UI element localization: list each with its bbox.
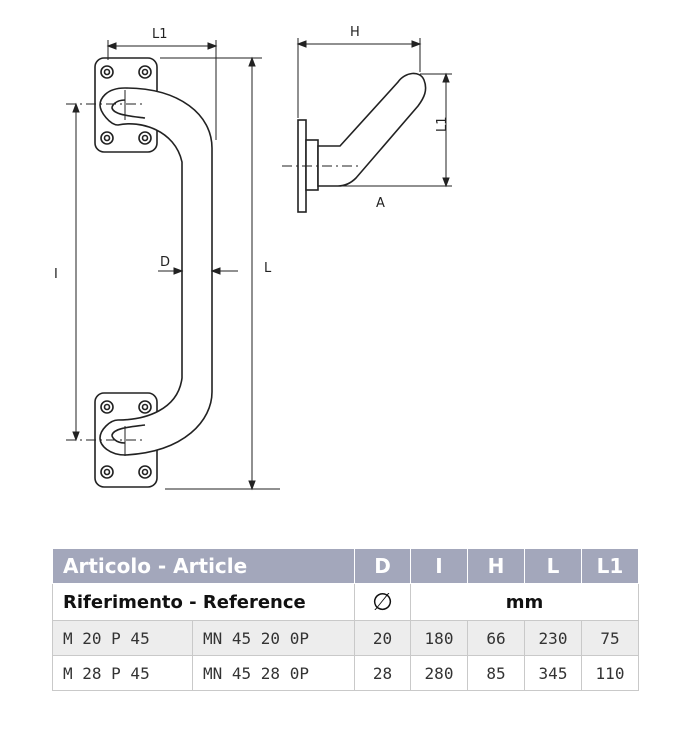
handle-inner-contour [111, 99, 146, 119]
screw-hole [141, 68, 149, 76]
screw-hole [100, 65, 114, 79]
cell-d: 28 [354, 655, 411, 691]
cell-code1: M 28 P 45 [52, 655, 193, 691]
header-d: D [354, 548, 411, 584]
table-subheader-row: Riferimento - Reference ∅ mm [52, 583, 639, 621]
header-article: Articolo - Article [52, 548, 355, 584]
screw-hole [138, 465, 152, 479]
screw-hole [138, 400, 152, 414]
header-l: L [524, 548, 582, 584]
cell-l1: 75 [581, 620, 639, 656]
header-i: I [410, 548, 468, 584]
screw-hole [100, 400, 114, 414]
table-row: M 28 P 45 MN 45 28 0P 28 280 85 345 110 [52, 655, 639, 691]
technical-drawing: L1 I L D H A L1 [54, 25, 452, 491]
screw-hole [103, 68, 111, 76]
diameter-icon: ∅ [354, 583, 411, 621]
screw-hole [100, 465, 114, 479]
screw-hole [103, 134, 111, 142]
cell-l: 230 [524, 620, 582, 656]
table-row: M 20 P 45 MN 45 20 0P 20 180 66 230 75 [52, 620, 639, 656]
cell-code2: MN 45 20 0P [192, 620, 355, 656]
label-l1-side: L1 [435, 116, 450, 132]
side-dimensions [296, 38, 452, 188]
header-h: H [467, 548, 525, 584]
subheader-reference: Riferimento - Reference [52, 583, 355, 621]
screw-hole [103, 403, 111, 411]
subheader-unit: mm [410, 583, 639, 621]
cell-code2: MN 45 28 0P [192, 655, 355, 691]
screw-hole [138, 65, 152, 79]
cell-h: 66 [467, 620, 525, 656]
handle-outer-contour [99, 87, 213, 456]
side-flange [305, 139, 319, 191]
label-l: L [264, 261, 272, 276]
cell-d: 20 [354, 620, 411, 656]
cell-i: 180 [410, 620, 468, 656]
cell-code1: M 20 P 45 [52, 620, 193, 656]
screw-hole [141, 468, 149, 476]
screw-hole [141, 403, 149, 411]
spec-table: Articolo - Article D I H L L1 Riferiment… [52, 548, 639, 691]
screw-hole [103, 468, 111, 476]
front-view [66, 57, 213, 488]
screw-hole [100, 131, 114, 145]
table-header-row: Articolo - Article D I H L L1 [52, 548, 639, 584]
cell-i: 280 [410, 655, 468, 691]
header-l1: L1 [581, 548, 639, 584]
diameter-symbol: ∅ [372, 588, 393, 616]
label-l1-top: L1 [152, 27, 168, 42]
front-dimensions [72, 40, 280, 491]
cell-h: 85 [467, 655, 525, 691]
label-h: H [350, 25, 360, 40]
label-i: I [54, 267, 58, 282]
label-d: D [160, 255, 170, 270]
handle-inner-contour [111, 424, 146, 444]
cell-l: 345 [524, 655, 582, 691]
side-view [282, 72, 427, 213]
label-a: A [376, 196, 385, 211]
side-handle [317, 72, 427, 187]
cell-l1: 110 [581, 655, 639, 691]
screw-hole [138, 131, 152, 145]
screw-hole [141, 134, 149, 142]
